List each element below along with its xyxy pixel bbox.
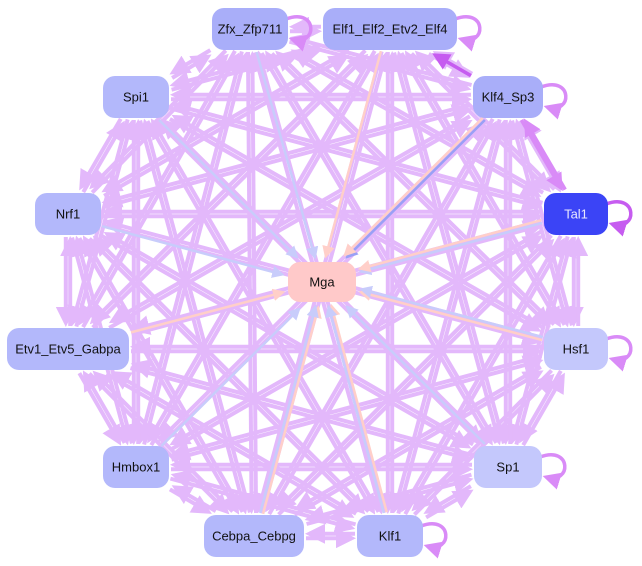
node-label: Hsf1 bbox=[563, 342, 590, 357]
node-elf1_elf2_etv2_elf4[interactable]: Elf1_Elf2_Etv2_Elf4 bbox=[323, 8, 457, 50]
edge-Spi1-to-Hsf1 bbox=[168, 117, 542, 332]
node-label: Etv1_Etv5_Gabpa bbox=[15, 342, 121, 357]
node-box bbox=[103, 446, 169, 488]
edge-Klf4_Sp3-to-Mga bbox=[345, 119, 486, 259]
edges-layer bbox=[55, 16, 589, 549]
edge-Klf4_Sp3-to-Mga bbox=[343, 116, 484, 257]
edge-Etv1_Etv5_Gabpa-to-Sp1 bbox=[129, 366, 473, 465]
edge-Tal1-to-Klf4_Sp3 bbox=[523, 118, 567, 191]
node-klf4_sp3[interactable]: Klf4_Sp3 bbox=[473, 76, 543, 118]
edge-Tal1-to-Hmbox1 bbox=[169, 229, 542, 446]
edge-Nrf1-to-Sp1 bbox=[100, 234, 472, 449]
node-box bbox=[35, 193, 101, 235]
self-loop-Klf4_Sp3 bbox=[540, 83, 568, 120]
node-box bbox=[212, 8, 288, 50]
edge-Cebpa_Cebpg-to-Mga bbox=[261, 305, 322, 515]
edge-Nrf1-to-Elf1_Elf2_Etv2_Elf4 bbox=[103, 54, 350, 198]
edge-Elf1_Elf2_Etv2_Elf4-to-Hmbox1 bbox=[147, 49, 377, 444]
edge-Nrf1-to-Mga bbox=[101, 225, 285, 278]
node-label: Cebpa_Cebpg bbox=[212, 529, 296, 544]
node-hsf1[interactable]: Hsf1 bbox=[544, 328, 608, 370]
edge-Klf1-to-Mga bbox=[325, 304, 386, 514]
self-loop-Elf1_Elf2_Etv2_Elf4 bbox=[454, 15, 482, 52]
edge-Cebpa_Cebpg-to-Klf4_Sp3 bbox=[267, 120, 497, 516]
edge-Klf4_Sp3-to-Elf1_Elf2_Etv2_Elf4 bbox=[432, 53, 472, 78]
node-box bbox=[473, 76, 543, 118]
node-box bbox=[7, 328, 129, 370]
edge-Sp1-to-Tal1 bbox=[514, 236, 577, 446]
node-mga[interactable]: Mga bbox=[288, 262, 356, 302]
edge-Hsf1-to-Mga bbox=[358, 288, 543, 342]
edge-Spi1-to-Zfx_Zfp711 bbox=[171, 54, 212, 80]
node-label: Klf1 bbox=[379, 529, 401, 544]
self-loop-Zfx_Zfp711 bbox=[285, 15, 313, 52]
node-label: Spi1 bbox=[123, 90, 149, 105]
self-loop-Hsf1 bbox=[605, 335, 633, 372]
edge-Sp1-to-Nrf1 bbox=[103, 231, 475, 447]
node-etv1_etv5_gabpa[interactable]: Etv1_Etv5_Gabpa bbox=[7, 328, 129, 370]
node-box bbox=[544, 193, 608, 235]
edge-Hsf1-to-Spi1 bbox=[171, 114, 545, 330]
edge-Klf1-to-Mga bbox=[328, 303, 388, 513]
node-box bbox=[103, 76, 169, 118]
node-label: Nrf1 bbox=[56, 207, 81, 222]
node-klf1[interactable]: Klf1 bbox=[357, 515, 423, 557]
node-label: Klf4_Sp3 bbox=[482, 90, 535, 105]
edge-Elf1_Elf2_Etv2_Elf4-to-Mga bbox=[322, 50, 383, 259]
edge-Hmbox1-to-Mga bbox=[160, 307, 301, 448]
self-loop-Klf1 bbox=[420, 522, 448, 559]
edge-Etv1_Etv5_Gabpa-to-Hmbox1 bbox=[77, 372, 122, 446]
node-sp1[interactable]: Sp1 bbox=[474, 446, 542, 488]
node-box bbox=[204, 515, 304, 557]
edge-Spi1-to-Elf1_Elf2_Etv2_Elf4 bbox=[171, 44, 323, 92]
edge-Zfx_Zfp711-to-Mga bbox=[255, 51, 319, 260]
self-loop-Sp1 bbox=[539, 453, 567, 490]
edge-Klf1-to-Spi1 bbox=[150, 118, 381, 513]
edge-Klf1-to-Hsf1 bbox=[413, 373, 555, 516]
node-box bbox=[323, 8, 457, 50]
edge-Tal1-to-Mga bbox=[358, 221, 543, 276]
edge-Klf4_Sp3-to-Etv1_Etv5_Gabpa bbox=[108, 114, 471, 324]
edge-Spi1-to-Klf1 bbox=[145, 120, 376, 515]
node-box bbox=[474, 446, 542, 488]
edge-Hmbox1-to-Elf1_Elf2_Etv2_Elf4 bbox=[149, 52, 379, 447]
edge-Spi1-to-Mga bbox=[158, 119, 299, 259]
node-box bbox=[544, 328, 608, 370]
edge-Etv1_Etv5_Gabpa-to-Cebpa_Cebpg bbox=[87, 372, 230, 515]
node-hmbox1[interactable]: Hmbox1 bbox=[103, 446, 169, 488]
node-box bbox=[288, 262, 356, 302]
node-tal1[interactable]: Tal1 bbox=[544, 193, 608, 235]
edge-Klf1-to-Sp1 bbox=[425, 489, 474, 520]
edge-Hmbox1-to-Tal1 bbox=[171, 235, 544, 451]
edge-Hsf1-to-Mga bbox=[359, 285, 544, 339]
nodes-layer: Zfx_Zfp711 Elf1_Elf2_Etv2_Elf4Klf4_Sp3Tal… bbox=[7, 8, 608, 557]
edge-Cebpa_Cebpg-to-Mga bbox=[258, 304, 319, 514]
edge-Sp1-to-Hsf1 bbox=[521, 372, 565, 447]
edge-Sp1-to-Mga bbox=[345, 305, 486, 445]
edge-Etv1_Etv5_Gabpa-to-Mga bbox=[130, 288, 286, 334]
edge-Tal1-to-Mga bbox=[357, 218, 542, 273]
node-label: Mga bbox=[309, 275, 335, 290]
self-loop-Tal1 bbox=[605, 200, 633, 237]
edge-Etv1_Etv5_Gabpa-to-Klf4_Sp3 bbox=[108, 119, 473, 330]
self-loops-layer bbox=[285, 15, 633, 559]
node-spi1[interactable]: Spi1 bbox=[103, 76, 169, 118]
edge-Spi1-to-Tal1 bbox=[169, 106, 543, 212]
edge-Spi1-to-Nrf1 bbox=[79, 117, 123, 191]
node-zfx_zfp711[interactable]: Zfx_Zfp711 bbox=[212, 8, 288, 50]
node-label: Hmbox1 bbox=[112, 460, 160, 475]
node-label: Tal1 bbox=[564, 207, 588, 222]
node-label: Elf1_Elf2_Etv2_Elf4 bbox=[333, 22, 448, 37]
edge-Nrf1-to-Cebpa_Cebpg bbox=[77, 237, 240, 515]
node-nrf1[interactable]: Nrf1 bbox=[35, 193, 101, 235]
node-label: Zfx_Zfp711 bbox=[218, 22, 283, 37]
node-label: Sp1 bbox=[496, 460, 519, 475]
node-box bbox=[357, 515, 423, 557]
edge-Hmbox1-to-Cebpa_Cebpg bbox=[168, 487, 212, 514]
node-cebpa_cebpg[interactable]: Cebpa_Cebpg bbox=[204, 515, 304, 557]
